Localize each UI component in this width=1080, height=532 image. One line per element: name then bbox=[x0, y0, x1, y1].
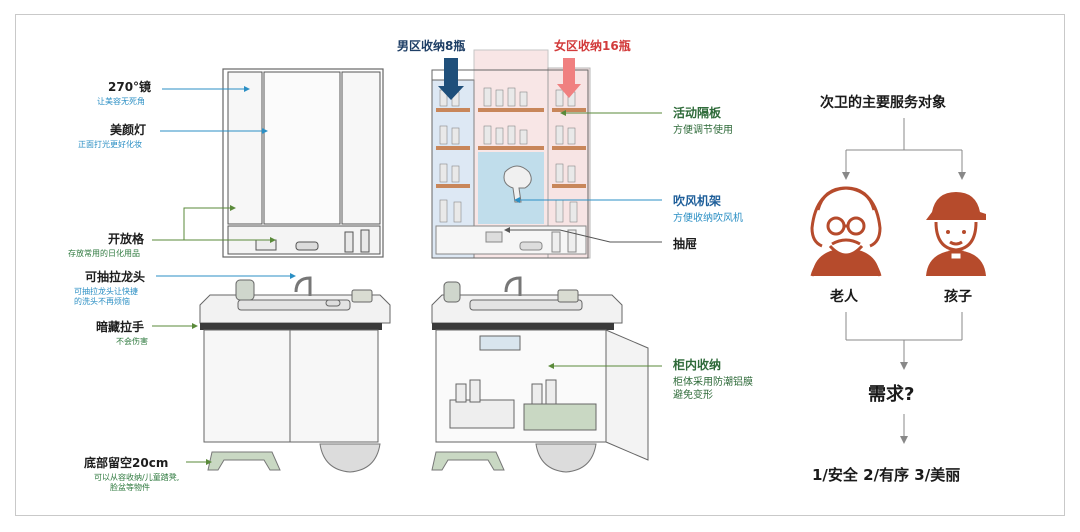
mirror-sub: 让美容无死角 bbox=[97, 97, 145, 106]
right-mirror-cabinet bbox=[431, 49, 591, 259]
female-arrow bbox=[557, 58, 581, 98]
handle-sub: 不会伤害 bbox=[116, 337, 148, 346]
elder-icon bbox=[810, 186, 882, 277]
light-sub: 正面打光更好化妆 bbox=[78, 140, 142, 149]
left-mirror-cabinet bbox=[222, 68, 384, 258]
dryer-sub: 方便收纳吹风机 bbox=[673, 213, 743, 224]
child-label: 孩子 bbox=[944, 289, 972, 305]
cabinet-storage-title: 柜内收纳 bbox=[673, 358, 722, 372]
cabinet-storage-sub1: 柜体采用防潮铝膜 bbox=[673, 377, 753, 388]
child-icon bbox=[926, 192, 986, 276]
dryer-title: 吹风机架 bbox=[673, 194, 722, 208]
flow-title: 次卫的主要服务对象 bbox=[820, 95, 946, 111]
need-label: 需求? bbox=[868, 384, 915, 405]
drawer-title: 抽屉 bbox=[673, 237, 698, 251]
shelf-sub: 方便调节使用 bbox=[673, 125, 733, 136]
bottom-space-sub1: 可以从容收纳/儿童踏凳, bbox=[94, 473, 180, 482]
goals-label: 1/安全 2/有序 3/美丽 bbox=[812, 466, 961, 484]
faucet-sub1: 可抽拉龙头让快捷 bbox=[74, 287, 138, 296]
shelf-title: 活动隔板 bbox=[673, 106, 722, 120]
elder-label: 老人 bbox=[830, 289, 858, 305]
light-title: 美颜灯 bbox=[110, 123, 147, 137]
leader-lines bbox=[152, 86, 662, 465]
mirror-title: 270°镜 bbox=[108, 80, 152, 94]
male-arrow bbox=[438, 58, 464, 100]
right-vanity bbox=[431, 276, 649, 473]
female-storage-label: 女区收纳16瓶 bbox=[554, 39, 631, 53]
faucet-sub2: 的洗头不再烦恼 bbox=[74, 297, 130, 306]
left-vanity bbox=[199, 276, 391, 473]
faucet-title: 可抽拉龙头 bbox=[85, 270, 146, 284]
bottom-space-title: 底部留空20cm bbox=[84, 456, 169, 470]
flow-connectors bbox=[842, 118, 966, 444]
cabinet-storage-sub2: 避免变形 bbox=[673, 390, 713, 401]
bottom-space-sub2: 脸盆等物件 bbox=[110, 483, 150, 492]
open-shelf-title: 开放格 bbox=[108, 232, 145, 246]
handle-title: 暗藏拉手 bbox=[96, 320, 145, 334]
open-shelf-sub: 存放常用的日化用品 bbox=[68, 249, 140, 258]
male-storage-label: 男区收纳8瓶 bbox=[397, 39, 466, 53]
